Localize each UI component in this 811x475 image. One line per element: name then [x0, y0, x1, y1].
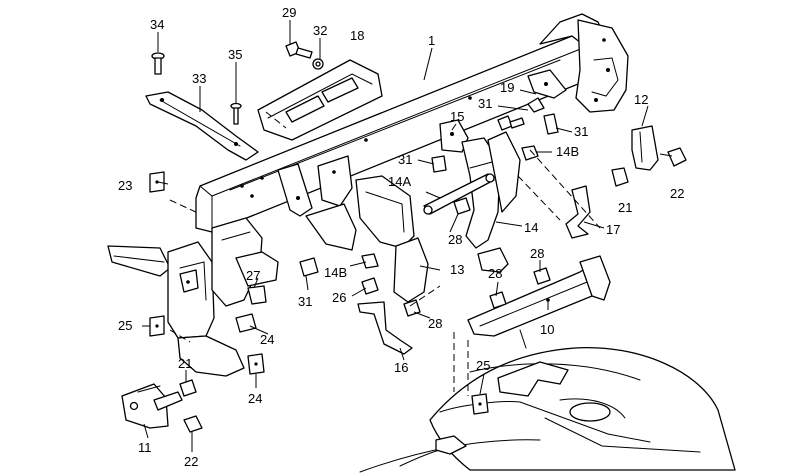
callout-24-b: 24: [248, 391, 262, 406]
callout-13: 13: [450, 262, 464, 277]
rod-16: [357, 301, 413, 355]
callout-1: 1: [428, 33, 435, 48]
alignment-lines: [169, 111, 601, 396]
callout-29: 29: [282, 5, 296, 20]
callout-14B-top: 14B: [556, 144, 579, 159]
center-brackets: [305, 119, 521, 303]
callout-32: 32: [313, 23, 327, 38]
fasteners: [151, 41, 687, 433]
callout-15: 15: [450, 109, 464, 124]
callout-12: 12: [634, 92, 648, 107]
callout-28-c: 28: [530, 246, 544, 261]
bracket-19: [527, 69, 567, 99]
callout-28-b: 28: [488, 266, 502, 281]
callout-labels: 34 35 33 29 32 18 1 19 31 31 15 31 14B 1…: [118, 5, 684, 469]
callout-10: 10: [540, 322, 554, 337]
bracket-18: [257, 59, 383, 141]
callout-18: 18: [350, 28, 364, 43]
callout-31-b: 31: [574, 124, 588, 139]
callout-21-right: 21: [618, 200, 632, 215]
callout-31-d: 31: [298, 294, 312, 309]
callout-28-a: 28: [448, 232, 462, 247]
callout-22-left: 22: [184, 454, 198, 469]
callout-25-left: 25: [118, 318, 132, 333]
callout-26: 26: [332, 290, 346, 305]
callout-34: 34: [150, 17, 164, 32]
callout-14A: 14A: [388, 174, 411, 189]
bracket-12: [631, 125, 659, 171]
cross-member-main: [195, 13, 629, 233]
callout-25-bottom: 25: [476, 358, 490, 373]
callout-17: 17: [606, 222, 620, 237]
callout-27: 27: [246, 268, 260, 283]
bracket-10: [467, 255, 611, 349]
left-side-bracket: [107, 217, 279, 377]
callout-24-a: 24: [260, 332, 274, 347]
callout-14: 14: [524, 220, 538, 235]
callout-22-right: 22: [670, 186, 684, 201]
callout-31-c: 31: [398, 152, 412, 167]
bracket-33: [145, 91, 259, 161]
body-floor-panel: [359, 346, 736, 473]
callout-14B-bottom: 14B: [324, 265, 347, 280]
callout-33: 33: [192, 71, 206, 86]
callout-11: 11: [138, 440, 152, 455]
bracket-17: [565, 185, 591, 239]
bracket-11: [121, 383, 183, 429]
leader-lines: [142, 20, 673, 452]
callout-35: 35: [228, 47, 242, 62]
callout-16: 16: [394, 360, 408, 375]
callout-21-left: 21: [178, 356, 192, 371]
clips: [149, 171, 489, 415]
callout-31-a: 31: [478, 96, 492, 111]
callout-28-d: 28: [428, 316, 442, 331]
callout-19: 19: [500, 80, 514, 95]
callout-23: 23: [118, 178, 132, 193]
